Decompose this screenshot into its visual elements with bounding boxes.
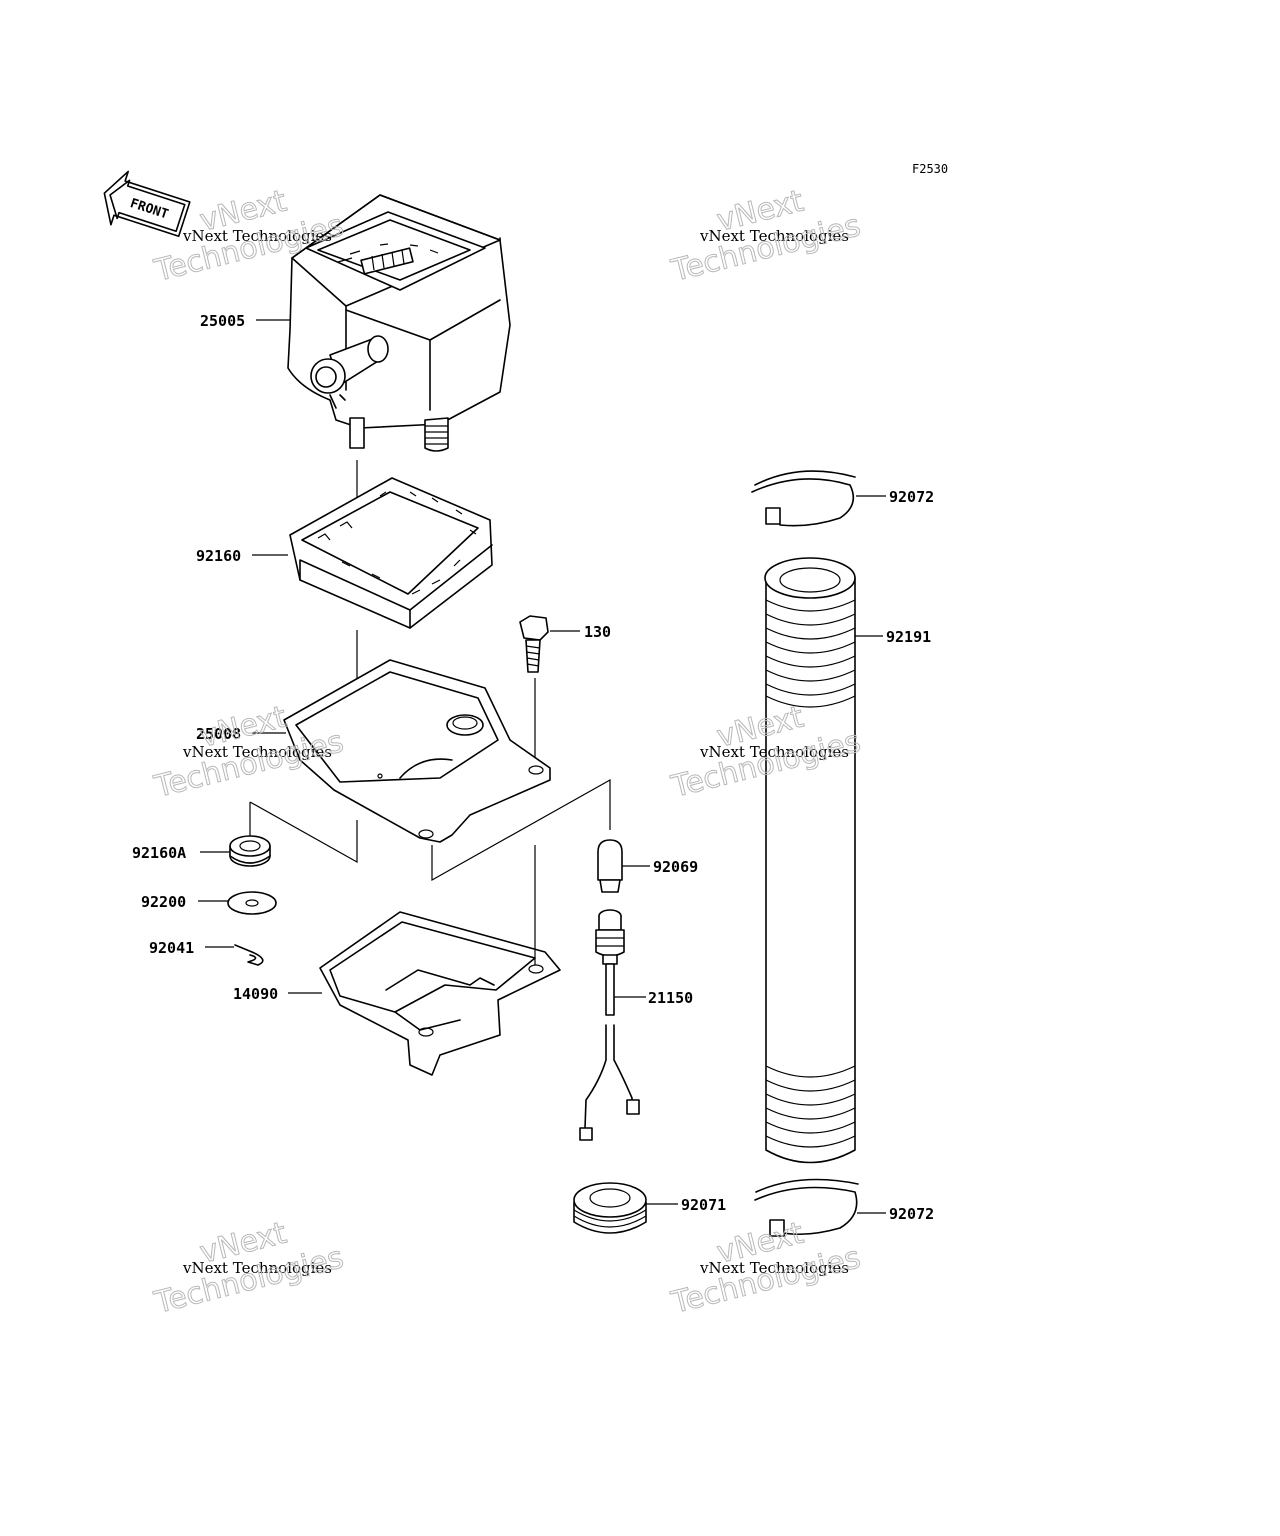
watermark-text: vNext Technologies xyxy=(699,743,849,761)
part-label: 92160A xyxy=(132,844,186,862)
part-label: 92071 xyxy=(681,1196,726,1214)
case-25008 xyxy=(283,659,551,843)
grommet-92160A xyxy=(229,835,271,867)
part-label: 92200 xyxy=(141,893,186,911)
cable-band-92072-bottom xyxy=(754,1178,859,1237)
watermark: vNext Technologies vNext Technologies xyxy=(667,183,864,289)
part-label: 92072 xyxy=(889,488,934,506)
part-label: 25008 xyxy=(196,725,241,743)
part-label: 92041 xyxy=(149,939,194,957)
front-arrow-icon: FRONT xyxy=(103,170,191,238)
part-label: 92160 xyxy=(196,547,241,565)
part-label: 92072 xyxy=(889,1205,934,1223)
watermark-text: vNext Technologies xyxy=(182,743,332,761)
cover-14090 xyxy=(319,911,561,1076)
gasket-92160 xyxy=(289,477,493,629)
watermark: vNext Technologies vNext Technologies xyxy=(150,1215,347,1321)
meter-assembly-25005 xyxy=(287,194,511,452)
socket-21150 xyxy=(579,909,640,1141)
part-labels: 25005 92160 130 25008 92160A 92200 92041… xyxy=(132,312,934,1223)
leader-lines xyxy=(198,319,886,1214)
part-label: 92191 xyxy=(886,628,931,646)
watermark-text: vNext Technologies xyxy=(699,1259,849,1277)
pin-92041 xyxy=(234,944,264,966)
bulb-92069 xyxy=(597,839,623,893)
cable-band-92072-top xyxy=(751,470,856,527)
tube-92191 xyxy=(764,557,856,1164)
grommet-92071 xyxy=(573,1182,647,1234)
watermark-text: vNext Technologies xyxy=(699,227,849,245)
part-label: 14090 xyxy=(233,985,278,1003)
part-label: 21150 xyxy=(648,989,693,1007)
washer-92200 xyxy=(227,891,277,915)
watermark-text: vNext Technologies xyxy=(182,227,332,245)
part-label: 130 xyxy=(584,623,611,641)
guide-line xyxy=(249,801,358,864)
watermark: vNext Technologies vNext Technologies xyxy=(667,1215,864,1321)
figure-code: F2530 xyxy=(912,162,948,176)
part-label: 92069 xyxy=(653,858,698,876)
part-label: 25005 xyxy=(200,312,245,330)
guide-line xyxy=(431,778,611,965)
watermark-text: vNext Technologies xyxy=(182,1259,332,1277)
bolt-130 xyxy=(519,615,549,673)
